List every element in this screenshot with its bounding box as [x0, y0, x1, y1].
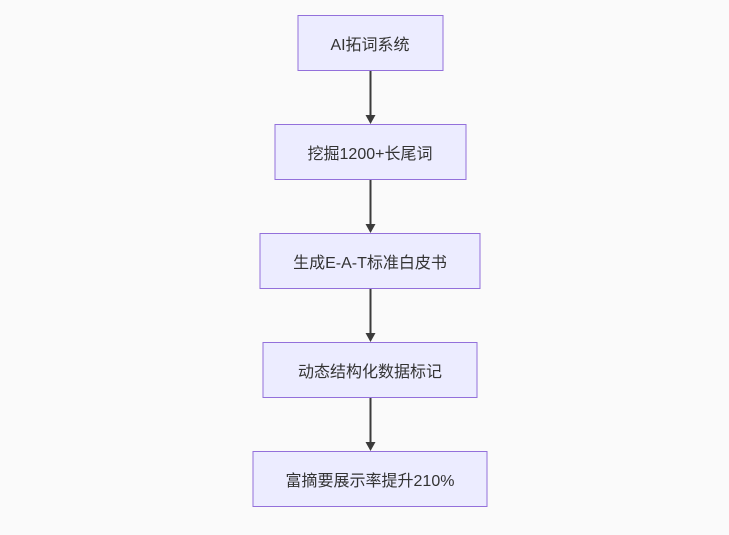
flow-node-dynamic-structured-data-markup: 动态结构化数据标记: [262, 342, 478, 398]
node-label: 富摘要展示率提升210%: [285, 473, 455, 490]
node-label: 动态结构化数据标记: [297, 364, 442, 381]
edge-connector-1: [364, 71, 376, 124]
flow-node-rich-snippet-rate-increase: 富摘要展示率提升210%: [252, 451, 488, 507]
node-label: 生成E-A-T标准白皮书: [293, 255, 447, 272]
flow-node-mine-longtail-keywords: 挖掘1200+长尾词: [274, 124, 466, 180]
edge-connector-4: [364, 398, 376, 451]
flow-node-generate-eat-whitepaper: 生成E-A-T标准白皮书: [259, 233, 481, 289]
flow-node-ai-word-expansion-system: AI拓词系统: [297, 15, 443, 71]
edge-connector-3: [364, 289, 376, 342]
arrowhead-down-icon: [365, 224, 375, 233]
arrowhead-down-icon: [365, 115, 375, 124]
edge-connector-2: [364, 180, 376, 233]
edge-line: [369, 398, 371, 443]
arrowhead-down-icon: [365, 442, 375, 451]
edge-line: [369, 180, 371, 225]
arrowhead-down-icon: [365, 333, 375, 342]
edge-line: [369, 71, 371, 116]
edge-line: [369, 289, 371, 334]
flowchart: AI拓词系统 挖掘1200+长尾词 生成E-A-T标准白皮书 动态结构化数据标记: [252, 15, 488, 507]
node-label: AI拓词系统: [330, 37, 410, 54]
node-label: 挖掘1200+长尾词: [307, 146, 433, 163]
